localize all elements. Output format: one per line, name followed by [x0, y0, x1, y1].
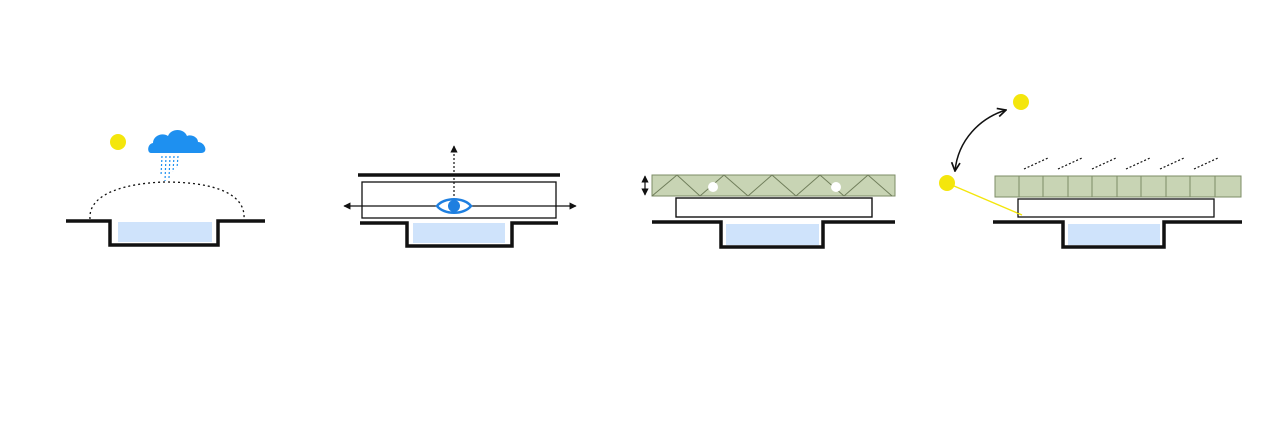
- panel-truss-roof: [641, 174, 896, 249]
- sun-icon: [939, 175, 955, 191]
- pool-water: [413, 223, 505, 243]
- sun-ray: [946, 182, 1023, 216]
- pool-water: [118, 222, 212, 242]
- panel-view-axis: [343, 145, 577, 248]
- solar-panel-array: [994, 175, 1242, 198]
- pool-section: [652, 220, 895, 249]
- pool-section: [993, 220, 1242, 249]
- sun-icon: [110, 134, 126, 150]
- enclosure-frame: [361, 181, 557, 219]
- dotted-dome: [89, 181, 245, 220]
- cloud-rain-icon: [148, 130, 206, 182]
- panel-solar-roof: [939, 94, 1242, 249]
- rain-lines: [1023, 157, 1219, 170]
- sun-icon: [1013, 94, 1029, 110]
- pool-water: [1068, 224, 1160, 245]
- eye-icon: [435, 198, 473, 214]
- panel-weather-dome: [66, 130, 265, 247]
- pool-water: [726, 224, 819, 245]
- pool-section: [360, 221, 558, 248]
- space-truss: [651, 174, 896, 197]
- pool-section: [66, 219, 265, 247]
- roof-slab: [1017, 198, 1215, 218]
- curved-arrow-icon: [955, 110, 1006, 171]
- roof-slab: [675, 197, 873, 218]
